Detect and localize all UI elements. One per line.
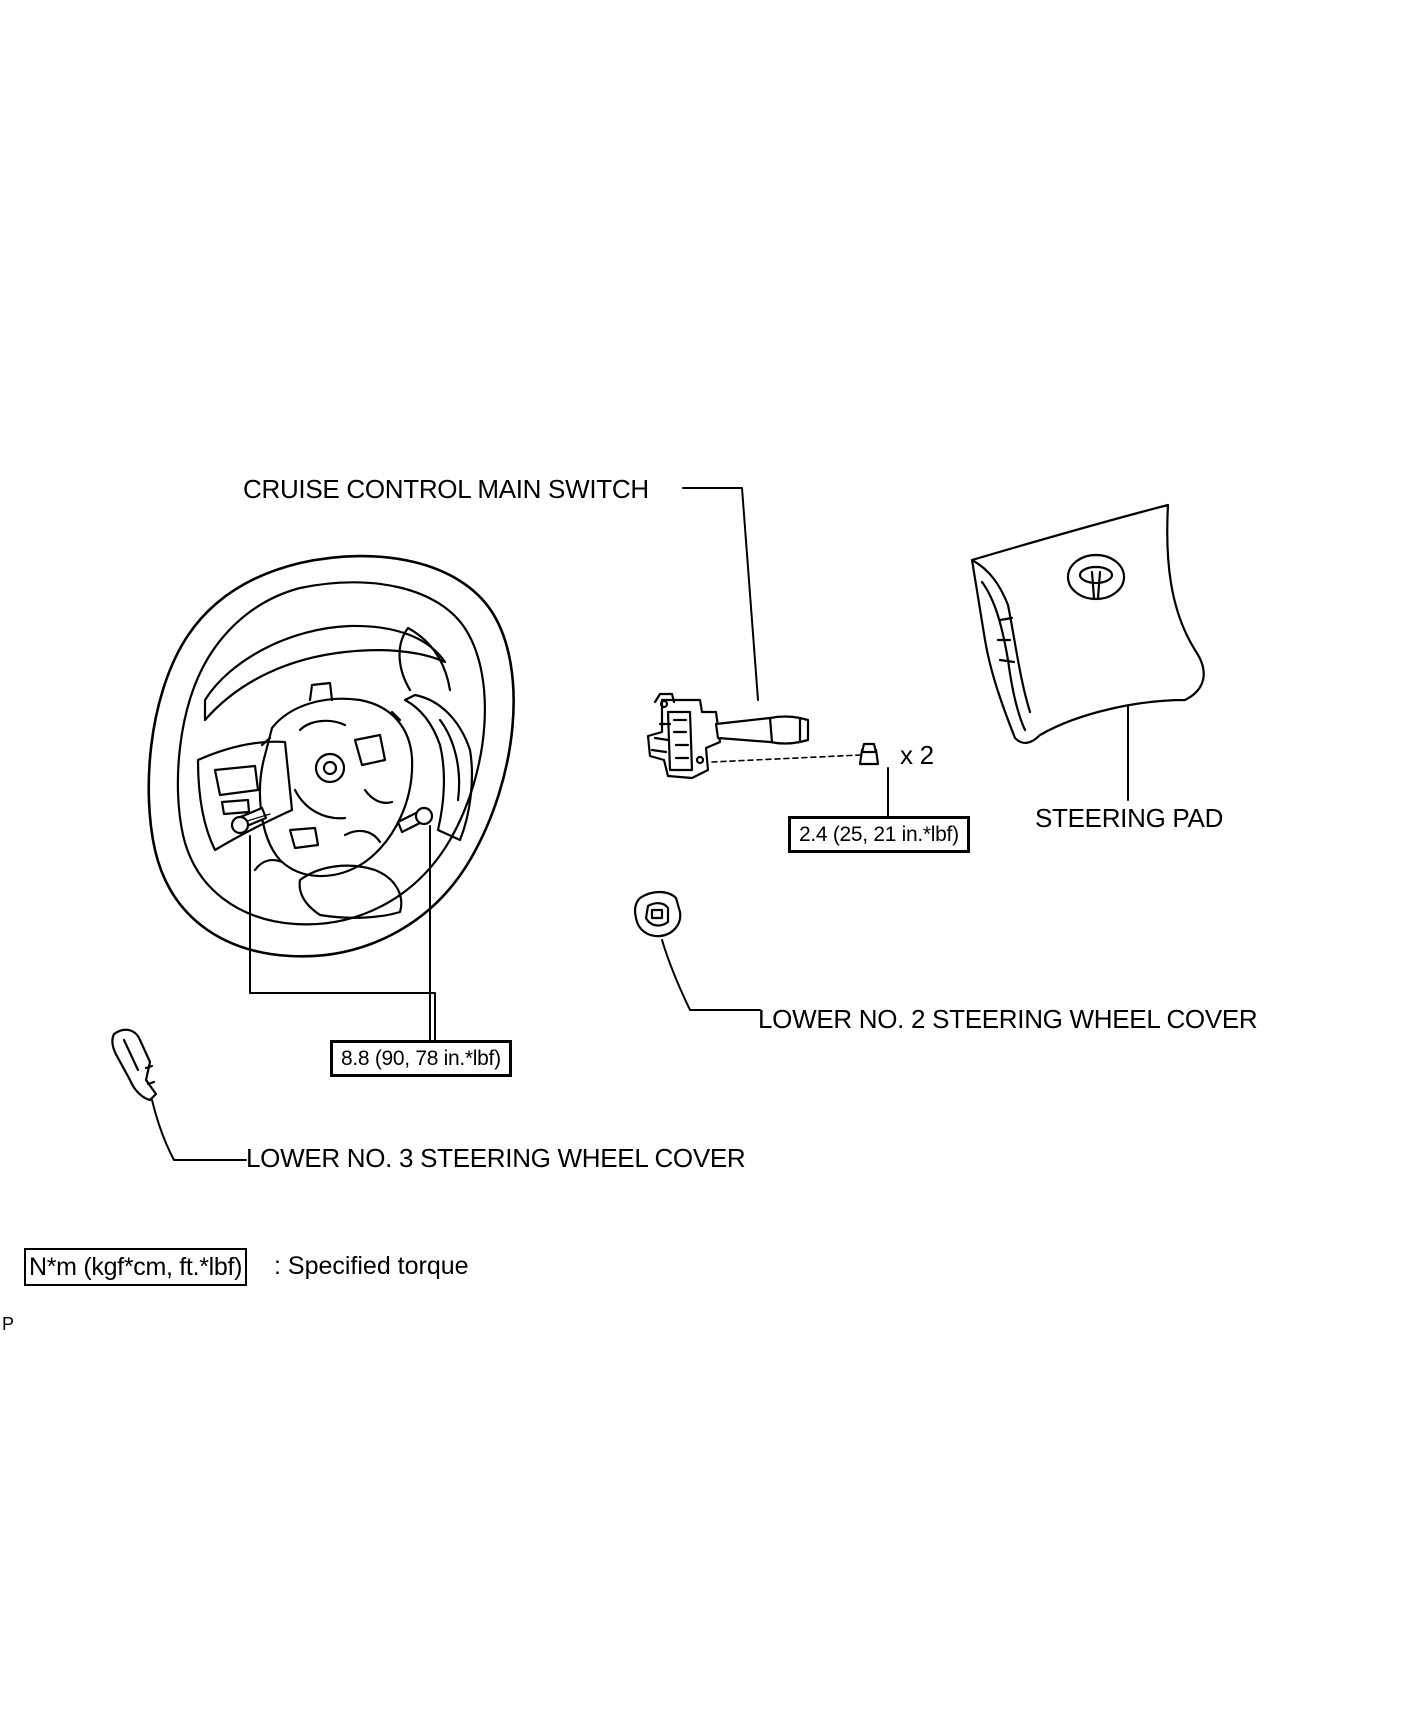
wheel-torque-box: 8.8 (90, 78 in.*lbf) bbox=[330, 1040, 512, 1077]
wheel-bolt-left bbox=[230, 806, 271, 835]
steering-wheel-illustration bbox=[147, 554, 515, 958]
steering-pad-label: STEERING PAD bbox=[1035, 803, 1224, 833]
legend-unit-box: N*m (kgf*cm, ft.*lbf) bbox=[24, 1248, 248, 1286]
lower-cover-2-leader bbox=[661, 939, 761, 1011]
quantity-label: x 2 bbox=[900, 740, 934, 770]
wheel-bolt-right bbox=[396, 806, 434, 834]
switch-torque-box: 2.4 (25, 21 in.*lbf) bbox=[788, 816, 970, 853]
wheel-bolts-leader bbox=[249, 825, 436, 1041]
cruise-switch-leader bbox=[682, 487, 759, 701]
lower-cover-3-leader bbox=[151, 1099, 247, 1161]
lower-cover-2-label: LOWER NO. 2 STEERING WHEEL COVER bbox=[758, 1004, 1258, 1034]
cruise-switch-illustration bbox=[646, 692, 810, 780]
screw-dash-line bbox=[711, 754, 861, 763]
legend-description: : Specified torque bbox=[274, 1252, 469, 1280]
lower-cover-3-illustration bbox=[111, 1028, 158, 1102]
switch-screw bbox=[858, 742, 880, 766]
lower-cover-3-label: LOWER NO. 3 STEERING WHEEL COVER bbox=[246, 1143, 746, 1173]
cruise-switch-label: CRUISE CONTROL MAIN SWITCH bbox=[243, 474, 649, 504]
lower-cover-2-illustration bbox=[633, 890, 682, 938]
page-mark: P bbox=[2, 1314, 15, 1334]
steering-pad-illustration bbox=[970, 503, 1205, 744]
